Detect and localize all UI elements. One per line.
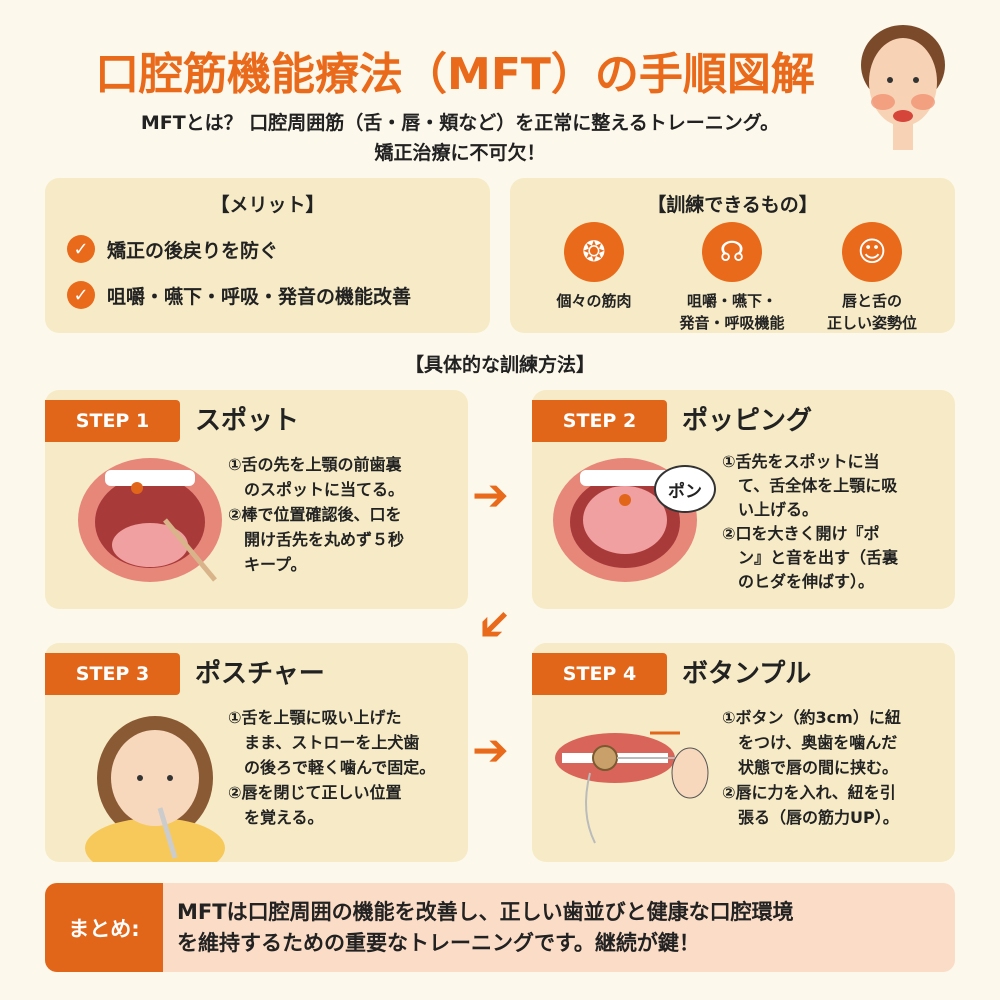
step-instructions: ①ボタン（約3cm）に紐 をつけ、奥歯を噛んだ 状態で唇の間に挟む。 ②唇に力を… [722, 708, 901, 827]
trainable-label: 発音・呼吸機能 [679, 314, 785, 332]
step-instructions: ①舌の先を上顎の前歯裏 のスポットに当てる。 ②棒で位置確認後、口を 開け舌先を… [228, 455, 405, 574]
arrow-right-icon: ➔ [472, 470, 509, 521]
step-tag: STEP 4 [532, 653, 667, 695]
trainable-label: 咀嚼・嚥下・ [686, 292, 777, 310]
trainable-label: 唇と舌の [841, 292, 902, 310]
trainable-label: 正しい姿勢位 [826, 314, 917, 332]
step-name: スポット [195, 406, 300, 436]
trainable-heading: 【訓練できるもの】 [647, 194, 818, 216]
speech-bubble: ポン [654, 465, 716, 513]
step-4-card: STEP 4 ボタンプル ①ボタン（約3cm）に紐 をつけ、奥歯を噛んだ 状態で… [532, 643, 955, 862]
merit-text: 矯正の後戻りを防ぐ [107, 239, 279, 262]
button-pull-illustration [555, 731, 709, 844]
trainable-item: ☊ 咀嚼・嚥下・発音・呼吸機能 [662, 222, 802, 334]
step-name: ポッピング [682, 406, 813, 436]
merits-heading: 【メリット】 [210, 194, 325, 216]
methods-heading: 【具体的な訓練方法】 [404, 354, 595, 376]
merit-item: ✓ 咀嚼・嚥下・呼吸・発音の機能改善 [67, 281, 490, 309]
muscle-icon: ❂ [564, 222, 624, 282]
step-name: ボタンプル [682, 659, 812, 689]
head-profile-icon: ☊ [702, 222, 762, 282]
trainable-item: ❂ 個々の筋肉 [524, 222, 664, 312]
summary-line-1: MFTは口腔周囲の機能を改善し、正しい歯並びと健康な口腔環境 [177, 900, 794, 924]
summary-label: まとめ: [45, 883, 163, 972]
check-icon: ✓ [67, 281, 95, 309]
girl-with-straw-illustration [85, 716, 225, 862]
step-name: ポスチャー [195, 659, 325, 689]
face-illustration [861, 25, 945, 150]
intro-line-2: 矯正治療に不可欠！ [374, 142, 546, 164]
arrow-down-left-icon: ➔ [463, 594, 526, 657]
intro-line-1: MFTとは？ 口腔周囲筋（舌・唇・頬など）を正常に整えるトレーニング。 [140, 112, 780, 134]
merit-item: ✓ 矯正の後戻りを防ぐ [67, 235, 490, 263]
step-tag: STEP 2 [532, 400, 667, 442]
summary-box: まとめ: MFTは口腔周囲の機能を改善し、正しい歯並びと健康な口腔環境 を維持す… [45, 883, 955, 972]
trainable-item: ☺ 唇と舌の正しい姿勢位 [802, 222, 942, 334]
arrow-right-icon: ➔ [472, 725, 509, 776]
trainable-label: 個々の筋肉 [556, 292, 632, 310]
step-instructions: ①舌先をスポットに当 て、舌全体を上顎に吸 い上げる。 ②口を大きく開け『ポ ン… [722, 452, 899, 591]
step-tag: STEP 3 [45, 653, 180, 695]
open-mouth-illustration [78, 458, 222, 582]
summary-line-2: を維持するための重要なトレーニングです。継続が鍵！ [177, 931, 700, 955]
summary-text: MFTは口腔周囲の機能を改善し、正しい歯並びと健康な口腔環境 を維持するための重… [177, 897, 794, 959]
intro: MFTとは？ 口腔周囲筋（舌・唇・頬など）を正常に整えるトレーニング。 矯正治療… [60, 108, 860, 168]
step-instructions: ①舌を上顎に吸い上げた まま、ストローを上犬歯 の後ろで軽く噛んで固定。 ②唇を… [228, 708, 436, 827]
check-icon: ✓ [67, 235, 95, 263]
merits-box: 【メリット】 ✓ 矯正の後戻りを防ぐ ✓ 咀嚼・嚥下・呼吸・発音の機能改善 [45, 178, 490, 333]
step-1-card: STEP 1 スポット ①舌の先を上顎の前歯裏 のスポットに当てる。 ②棒で位置… [45, 390, 468, 609]
page-title: 口腔筋機能療法（MFT）の手順図解 [95, 49, 815, 100]
step-3-card: STEP 3 ポスチャー ①舌を上顎に吸い上げた まま、ストローを上犬歯 の後ろ… [45, 643, 468, 862]
merit-text: 咀嚼・嚥下・呼吸・発音の機能改善 [107, 285, 412, 308]
step-2-card: STEP 2 ポッピング ポン ①舌先をスポットに当 て、舌全体を上顎に吸 い上… [532, 390, 955, 609]
trainable-box: 【訓練できるもの】 ❂ 個々の筋肉 ☊ 咀嚼・嚥下・発音・呼吸機能 ☺ 唇と舌の正しい… [510, 178, 955, 333]
tongue-lips-icon: ☺ [842, 222, 902, 282]
step-tag: STEP 1 [45, 400, 180, 442]
